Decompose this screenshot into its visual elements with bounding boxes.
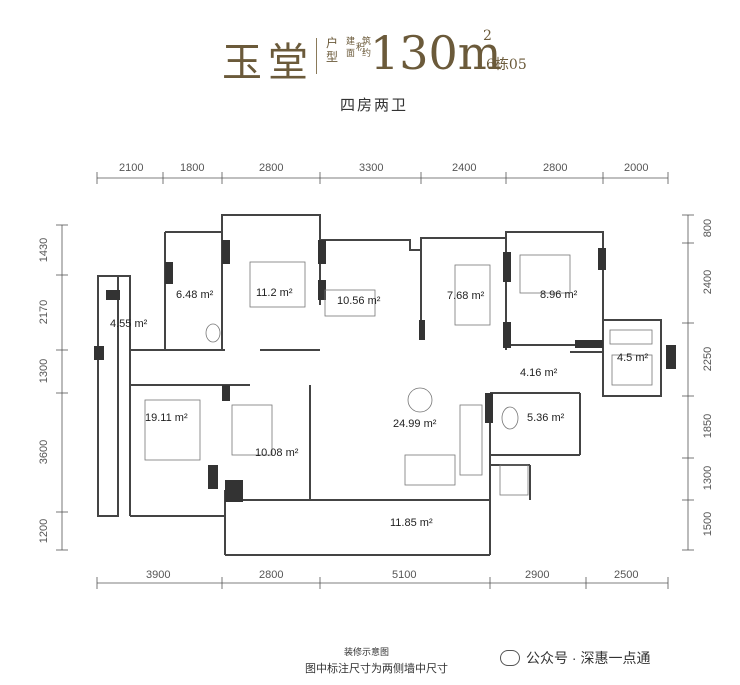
dim-bottom-5: 2500 [614,569,639,581]
room-area: 5.36 m² [527,412,565,424]
room-area: 4.55 m² [110,318,148,330]
dim-bottom-4: 2900 [525,569,550,581]
dim-top-2: 1800 [180,162,205,174]
dim-top-4: 3300 [359,162,384,174]
dim-right-5: 1300 [702,465,714,491]
unit-name: 玉堂 [222,40,314,86]
layout-subtitle: 四房两卫 [340,96,409,114]
room-area: 10.08 m² [255,447,299,459]
dim-right-3: 2250 [702,346,714,372]
area-label-3: 筑约 [362,37,372,59]
dim-bottom-1: 3900 [146,569,171,581]
caption-note: 图中标注尺寸为两侧墙中尺寸 [305,663,448,675]
dim-left-3: 1300 [38,358,50,384]
dim-top-7: 2000 [624,162,649,174]
dim-bottom-2: 2800 [259,569,284,581]
dim-bottom-3: 5100 [392,569,417,581]
dim-left-5: 1200 [38,518,50,544]
area-value: 130m [370,26,502,80]
room-area: 4.5 m² [617,352,649,364]
watermark-text: 公众号 · 深惠一点通 [526,650,651,666]
caption-title: 装修示意图 [344,647,390,657]
dim-left-2: 2170 [38,299,50,325]
dim-top-5: 2400 [452,162,477,174]
room-area: 7.68 m² [447,290,485,302]
unit-code: 6栋05 [486,57,527,73]
wechat-icon [500,650,520,666]
type-label: 户型 [326,36,339,64]
room-area: 11.85 m² [390,517,433,529]
dim-right-6: 1500 [702,511,714,537]
dim-top-3: 2800 [259,162,284,174]
dim-left-4: 3600 [38,439,50,465]
room-area: 24.99 m² [393,418,437,430]
room-area: 19.11 m² [145,412,188,424]
room-area: 6.48 m² [176,289,214,301]
room-area: 10.56 m² [337,295,381,307]
dim-top-6: 2800 [543,162,568,174]
watermark: 公众号 · 深惠一点通 [500,648,650,668]
dim-top-1: 2100 [119,162,144,174]
area-unit-sup: 2 [483,28,492,44]
area-label-2: 积 [356,43,366,53]
dim-left-1: 1430 [38,237,50,263]
header-divider [316,38,317,74]
area-label-1: 建面 [346,37,356,59]
dim-right-2: 2400 [702,269,714,295]
room-area: 11.2 m² [256,287,293,299]
dim-right-1: 800 [702,218,714,238]
room-area: 4.16 m² [520,367,558,379]
header: 玉堂 户型 建面 积 筑约 130m 2 6栋05 四房两卫 [0,0,740,130]
dim-right-4: 1850 [702,413,714,439]
room-area: 8.96 m² [540,289,578,301]
